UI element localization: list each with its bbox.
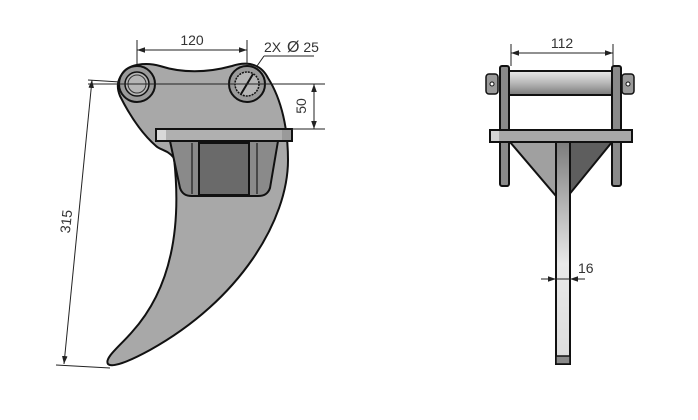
dim-label-315: 315 xyxy=(57,209,75,234)
pin-tube xyxy=(507,70,613,96)
gusset-left xyxy=(507,141,557,199)
dimension-shank-thickness: 16 xyxy=(541,260,594,282)
dimension-bracket-width: 112 xyxy=(510,35,614,66)
cross-plate xyxy=(489,129,633,143)
dim-label-16: 16 xyxy=(578,260,594,276)
dimension-total-length: 315 xyxy=(55,79,121,369)
diameter-symbol-icon: Ø xyxy=(287,39,299,56)
dim-label-50: 50 xyxy=(293,98,309,114)
dimension-height-50: 50 xyxy=(292,84,325,130)
dimension-pin-spacing: 120 xyxy=(136,32,248,64)
ripper-body xyxy=(106,62,290,367)
front-view: 112 16 xyxy=(485,35,635,365)
dim-label-diameter: 2X Ø 25 xyxy=(264,39,319,56)
dim-label-120: 120 xyxy=(180,32,204,48)
dim-label-112: 112 xyxy=(551,35,574,51)
dimension-pin-diameter: 2X Ø 25 xyxy=(256,39,319,67)
side-plate-right xyxy=(611,65,622,187)
side-plate-left xyxy=(499,65,510,187)
shank xyxy=(555,141,571,365)
gusset-right xyxy=(567,141,615,199)
side-view: 120 2X Ø 25 50 315 xyxy=(55,32,325,369)
mounting-plate xyxy=(155,128,293,142)
